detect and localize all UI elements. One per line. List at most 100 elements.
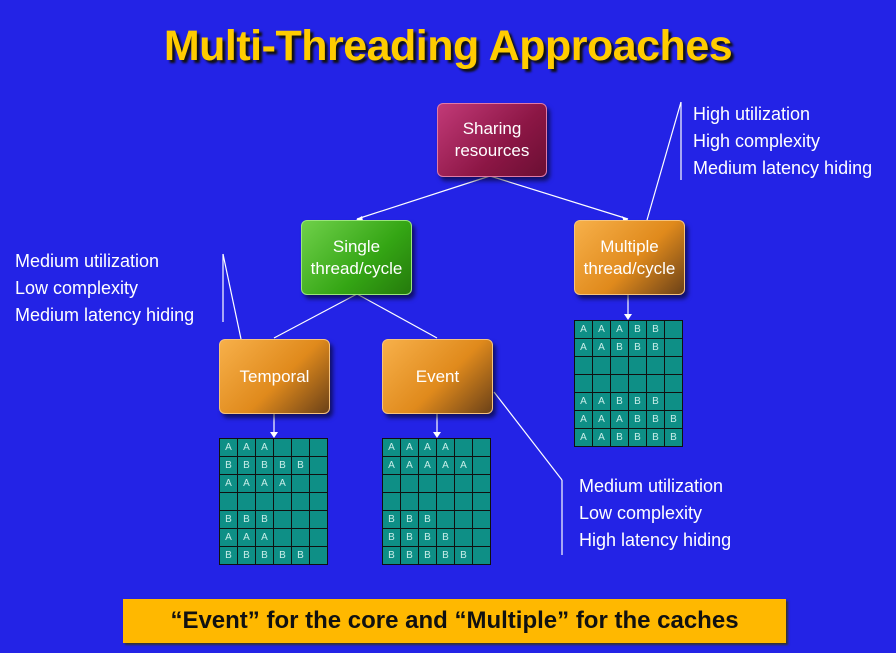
grid-cell: A [238, 529, 255, 546]
grid-cell: A [220, 475, 237, 492]
grid-cell [665, 321, 682, 338]
grid-cell [455, 493, 472, 510]
grid-cell: B [647, 411, 664, 428]
grid-cell [473, 493, 490, 510]
grid-cell: A [575, 339, 592, 356]
node-single-thread-cycle: Single thread/cycle [301, 220, 412, 295]
grid-cell: A [593, 429, 610, 446]
node-sharing-resources: Sharing resources [437, 103, 547, 177]
edge-sharing-single [356, 175, 491, 220]
grid-cell [473, 529, 490, 546]
grid-cell: B [238, 457, 255, 474]
grid-cell [575, 375, 592, 392]
grid-cell [383, 475, 400, 492]
grid-cell: A [437, 457, 454, 474]
grid-cell [455, 511, 472, 528]
grid-cell: A [419, 439, 436, 456]
note-line: Medium utilization [579, 476, 724, 496]
grid-cell: A [593, 393, 610, 410]
grid-cell: A [401, 439, 418, 456]
grid-cell: B [647, 393, 664, 410]
grid-cell: B [401, 511, 418, 528]
node-multiple-thread-cycle: Multiple thread/cycle [574, 220, 685, 295]
grid-cell: B [629, 411, 646, 428]
conclusion-banner: “Event” for the core and “Multiple” for … [123, 599, 786, 643]
grid-cell [437, 493, 454, 510]
grid-cell [593, 357, 610, 374]
grid-cell: A [575, 393, 592, 410]
note-line: Medium latency hiding [693, 158, 873, 178]
grid-cell [437, 475, 454, 492]
grid-cell [665, 357, 682, 374]
grid-cell [292, 529, 309, 546]
grid-cell: B [256, 457, 273, 474]
grid-cell [629, 375, 646, 392]
grid-cell: A [220, 529, 237, 546]
grid-cell: B [455, 547, 472, 564]
grid-cell: A [437, 439, 454, 456]
grid-cell: B [292, 547, 309, 564]
grid-cell: B [401, 529, 418, 546]
grid-cell: B [629, 393, 646, 410]
grid-cell: B [665, 411, 682, 428]
arrowhead-temporal [270, 432, 278, 438]
grid-cell [629, 357, 646, 374]
grid-cell: A [383, 457, 400, 474]
grid-cell [473, 457, 490, 474]
grid-cell [274, 511, 291, 528]
note-temporal: Medium utilization Low complexity Medium… [15, 248, 194, 329]
grid-cell: B [274, 457, 291, 474]
grid-cell: B [629, 429, 646, 446]
grid-cell: B [256, 547, 273, 564]
grid-cell [455, 439, 472, 456]
grid-cell: B [419, 529, 436, 546]
grid-cell [310, 493, 327, 510]
grid-cell [274, 529, 291, 546]
grid-cell: B [292, 457, 309, 474]
grid-cell [437, 511, 454, 528]
grid-cell: A [401, 457, 418, 474]
grid-cell [274, 493, 291, 510]
grid-cell: A [256, 475, 273, 492]
grid-cell: B [383, 547, 400, 564]
note-line: High complexity [693, 131, 821, 151]
callout-multiple [646, 101, 682, 221]
grid-cell [310, 529, 327, 546]
grid-cell: B [647, 321, 664, 338]
arrowhead-multiple [624, 314, 632, 320]
node-temporal: Temporal [219, 339, 330, 414]
grid-cell: B [238, 547, 255, 564]
note-line: Medium latency hiding [15, 305, 195, 325]
grid-cell: A [611, 321, 628, 338]
grid-cell [310, 457, 327, 474]
grid-cell [274, 439, 291, 456]
grid-cell [473, 547, 490, 564]
note-line: Low complexity [579, 503, 703, 523]
edge-single-event [356, 293, 438, 339]
grid-cell [401, 493, 418, 510]
grid-cell: B [220, 457, 237, 474]
grid-cell [310, 439, 327, 456]
grid-cell: B [401, 547, 418, 564]
note-line: Low complexity [15, 278, 139, 298]
grid-cell: A [455, 457, 472, 474]
grid-cell: A [419, 457, 436, 474]
edge-single-temporal [273, 293, 358, 339]
grid-cell [220, 493, 237, 510]
grid-cell [419, 493, 436, 510]
callout-temporal [222, 253, 242, 340]
grid-cell: B [220, 547, 237, 564]
grid-cell: B [629, 339, 646, 356]
grid-cell: A [220, 439, 237, 456]
grid-cell [665, 375, 682, 392]
arrowhead-event [433, 432, 441, 438]
note-multiple: High utilization High complexity Medium … [693, 101, 872, 182]
grid-cell: B [274, 547, 291, 564]
grid-cell [310, 547, 327, 564]
grid-cell: A [238, 439, 255, 456]
grid-cell [647, 357, 664, 374]
grid-cell [310, 475, 327, 492]
